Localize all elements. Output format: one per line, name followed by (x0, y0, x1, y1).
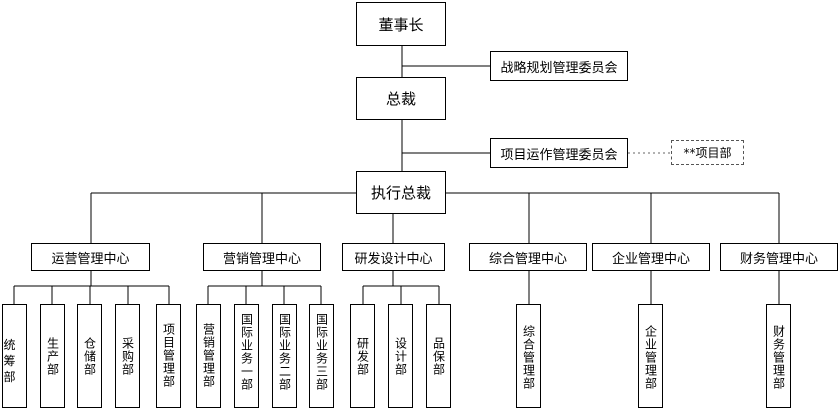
dept-label: 营销管理部 (201, 323, 216, 388)
dept-box: 综合管理部 (516, 304, 541, 408)
dept-label: 财务管理部 (771, 325, 786, 390)
center-label: 营销管理中心 (222, 251, 301, 267)
dept-box: 仓储部 (77, 304, 102, 408)
dept-box: 采购部 (115, 304, 140, 408)
center-operations: 运营管理中心 (31, 243, 150, 271)
center-label: 财务管理中心 (739, 251, 818, 267)
dept-label: 国际业务一部 (239, 313, 254, 391)
center-label: 研发设计中心 (354, 251, 433, 267)
dept-label: 国际业务二部 (277, 313, 292, 391)
dept-label: 研发部 (355, 337, 370, 376)
dept-label: 采购部 (120, 337, 135, 376)
dept-box: 国际业务一部 (234, 304, 259, 408)
project-dept-box: **项目部 (671, 140, 744, 165)
dept-label: 品保部 (431, 337, 446, 376)
dept-label: 综合管理部 (521, 325, 536, 390)
dept-box: 国际业务三部 (309, 304, 334, 408)
dept-box: 项目管理部 (156, 304, 181, 408)
executive-president-label: 执行总裁 (370, 184, 431, 202)
center-finance: 财务管理中心 (720, 243, 838, 271)
dept-label: 仓储部 (82, 337, 97, 376)
center-label: 综合管理中心 (488, 251, 567, 267)
president-box: 总裁 (356, 77, 446, 120)
dept-box: 品保部 (426, 304, 451, 408)
dept-box: 研发部 (350, 304, 375, 408)
dept-box: 企业管理部 (638, 304, 663, 408)
center-marketing: 营销管理中心 (203, 243, 321, 271)
president-label: 总裁 (385, 90, 416, 108)
strategy-committee-label: 战略规划管理委员会 (500, 60, 618, 76)
dept-box: 营销管理部 (196, 304, 221, 408)
dept-box: 设计部 (388, 304, 413, 408)
dept-box: 生产部 (40, 304, 65, 408)
dept-label: 项目管理部 (161, 323, 176, 388)
dept-label: 统筹部 (3, 338, 16, 385)
center-label: 运营管理中心 (51, 251, 130, 267)
dept-box: 国际业务二部 (272, 304, 297, 408)
project-committee-label: 项目运作管理委员会 (500, 147, 618, 163)
chairman-box: 董事长 (356, 2, 446, 46)
dept-box: 统筹部 (2, 304, 27, 408)
dept-label: 企业管理部 (643, 325, 658, 390)
center-label: 企业管理中心 (611, 251, 690, 267)
center-rnd: 研发设计中心 (342, 243, 445, 271)
chairman-label: 董事长 (378, 15, 424, 34)
center-enterprise: 企业管理中心 (592, 243, 710, 271)
executive-president-box: 执行总裁 (356, 171, 446, 214)
project-committee-box: 项目运作管理委员会 (490, 138, 628, 168)
strategy-committee-box: 战略规划管理委员会 (490, 51, 628, 81)
center-general: 综合管理中心 (469, 243, 587, 271)
project-dept-label: **项目部 (683, 146, 732, 160)
dept-label: 生产部 (45, 337, 60, 376)
dept-box: 财务管理部 (766, 304, 791, 408)
dept-label: 设计部 (393, 337, 408, 376)
dept-label: 国际业务三部 (314, 313, 329, 391)
